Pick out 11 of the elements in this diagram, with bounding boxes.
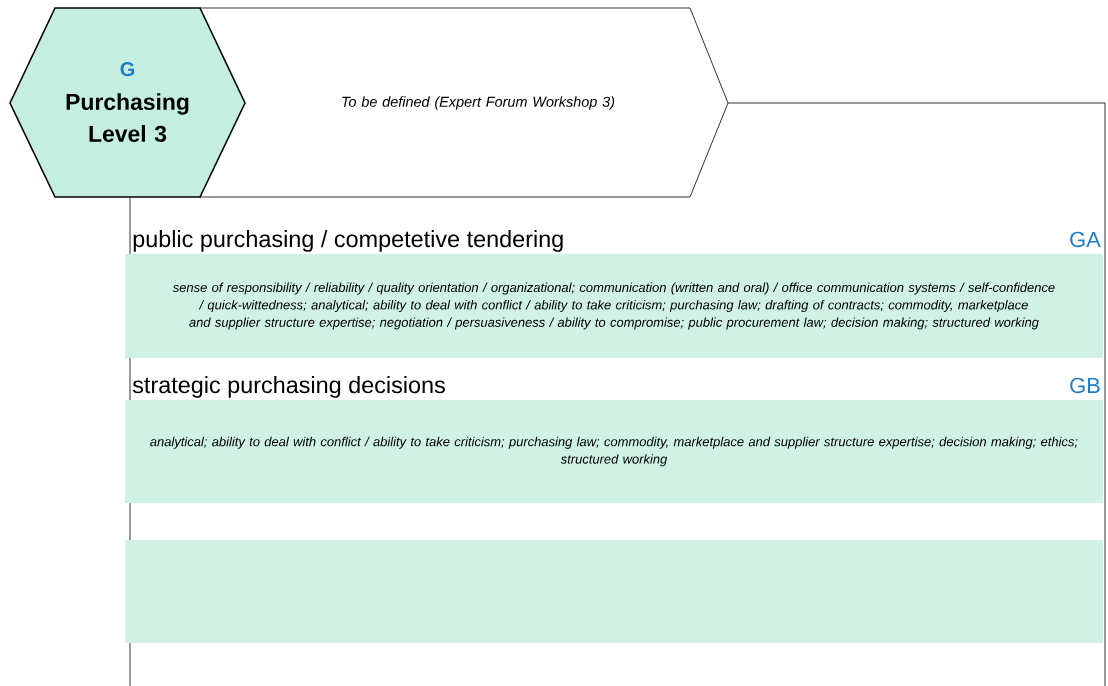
competency-band: sense of responsibility / reliability / quality orientation / organizational; communication (written and oral) / office communication systems / self-confidence / quick-wittedness; analytical; ability to deal with conflict / ability to take criticism; purchasing law; drafting of contracts; commodity, marketplace and supplier structure expertise; negotiation / persuasiveness / ability to compromise; public procurement law; decision making; structured working <box>125 254 1103 358</box>
section-heading: public purchasing / competetive tendering <box>133 230 563 252</box>
chevron-banner: To be defined (Expert Forum Workshop 3) <box>199 7 729 198</box>
competency-band: analytical; ability to deal with conflict / ability to take criticism; purchasing law; commodity, marketplace and supplier structure expertise; decision making; ethics; structured working <box>125 400 1103 503</box>
section-code: GA <box>1070 231 1101 248</box>
section-code: GB <box>1070 377 1100 394</box>
code-letter: G <box>120 62 134 77</box>
competency-band <box>125 540 1103 643</box>
section-heading: strategic purchasing decisions <box>132 376 445 398</box>
hexagon <box>9 7 246 198</box>
hexagon-title: Purchasing Level 3 <box>66 93 189 142</box>
